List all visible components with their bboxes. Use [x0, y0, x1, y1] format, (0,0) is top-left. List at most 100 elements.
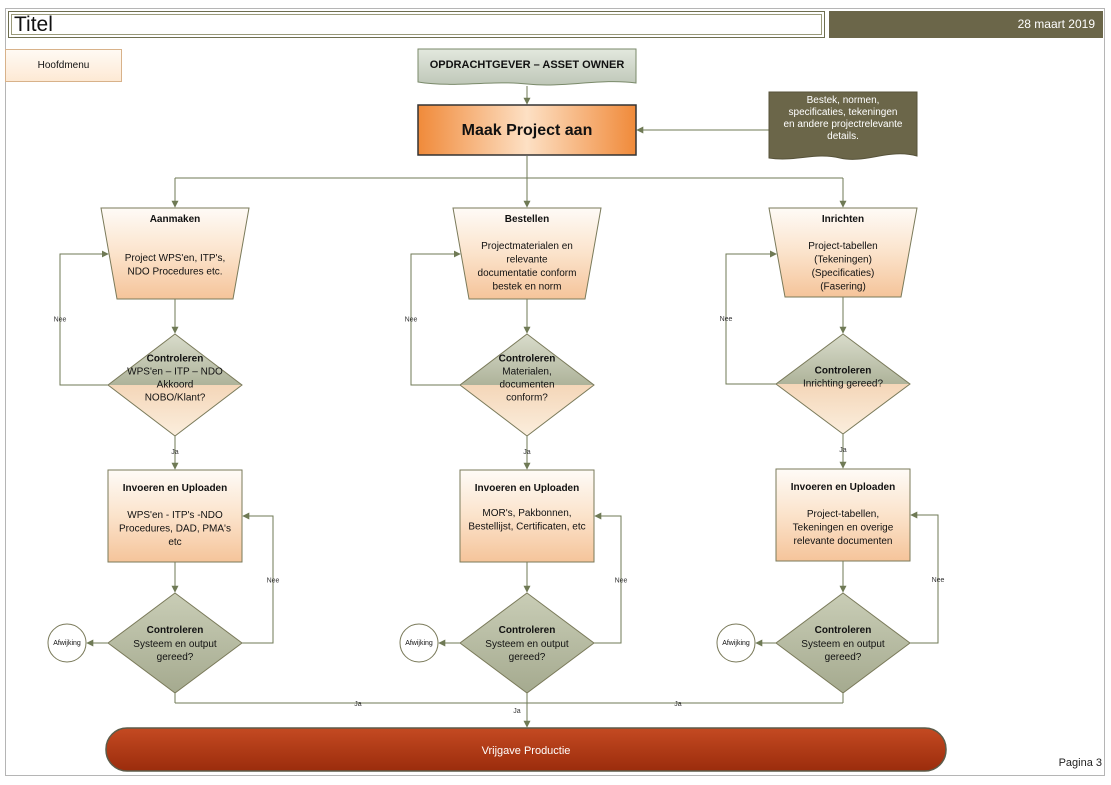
final-check-question-line: Systeem en output [133, 639, 217, 650]
phase-description-line: Project-tabellen [808, 241, 877, 252]
final-check-question-line: Systeem en output [485, 639, 569, 650]
connector-loop-no [59, 250, 109, 386]
phase-shape [768, 207, 918, 298]
deviation-label: Afwijking [722, 640, 750, 647]
label-yes: Ja [513, 708, 521, 715]
connector-loop-no-right [594, 512, 622, 644]
check-title: Controleren [815, 366, 872, 377]
check-diamond [459, 333, 595, 437]
deviation-label: Afwijking [405, 640, 433, 647]
final-check-title: Controleren [499, 625, 556, 636]
upload-description-line: Bestellijst, Certificaten, etc [468, 522, 585, 533]
page-title: Titel [8, 11, 825, 38]
phase-description-line: Projectmaterialen en [481, 241, 573, 252]
upload-box [107, 469, 243, 563]
project-documents-line: details. [827, 131, 859, 142]
phase-description-line: documentatie conform [478, 268, 577, 279]
phase-shape [100, 207, 250, 300]
owner-shape [417, 48, 637, 86]
create-project-box [417, 104, 637, 156]
project-documents-line: Bestek, normen, [807, 95, 880, 106]
check-question-line: Akkoord [157, 380, 194, 391]
final-check-question-line: gereed? [509, 652, 546, 663]
upload-title: Invoeren en Uploaden [123, 483, 227, 494]
check-question-line: NOBO/Klant? [145, 393, 206, 404]
label-no: Nee [615, 578, 628, 585]
label-yes: Ja [523, 449, 531, 456]
upload-box [775, 468, 911, 562]
phase-shape [452, 207, 602, 300]
project-documents-text: Bestek, normen,specificaties, tekeningen… [784, 95, 903, 142]
create-project-label: Maak Project aan [462, 122, 593, 139]
label-no: Nee [720, 316, 733, 323]
phase-description-line: (Specificaties) [812, 268, 875, 279]
final-check-question-line: gereed? [157, 652, 194, 663]
project-documents-shape [768, 91, 918, 160]
release-production-label: Vrijgave Productie [482, 745, 571, 757]
phase-description-line: (Fasering) [820, 282, 866, 293]
phase-description-line: Project WPS'en, ITP's, [125, 253, 226, 264]
final-check-diamond [107, 592, 243, 694]
check-question-line: conform? [506, 393, 548, 404]
connector-loop-no [725, 250, 777, 385]
label-no: Nee [932, 577, 945, 584]
deviation-circle [47, 623, 87, 663]
upload-box [459, 469, 595, 563]
connector-loop-no [410, 250, 461, 386]
page-date: 28 maart 2019 [829, 11, 1103, 38]
label-no: Nee [267, 578, 280, 585]
upload-description-line: Project-tabellen, [807, 509, 879, 520]
label-yes: Ja [839, 447, 847, 454]
upload-description-line: Procedures, DAD, PMA's [119, 524, 231, 535]
connector-loop-no-right [910, 511, 939, 644]
deviation-label: Afwijking [53, 640, 81, 647]
page-number: Pagina 3 [1058, 757, 1102, 769]
final-check-question-line: gereed? [825, 652, 862, 663]
upload-description-line: MOR's, Pakbonnen, [482, 508, 571, 519]
project-documents-line: specificaties, tekeningen [789, 107, 898, 118]
label-yes: Ja [674, 701, 682, 708]
label-yes: Ja [354, 701, 362, 708]
final-check-title: Controleren [147, 625, 204, 636]
phase-title: Bestellen [505, 214, 549, 225]
owner-label: OPDRACHTGEVER – ASSET OWNER [430, 59, 625, 71]
main-menu-button[interactable]: Hoofdmenu [5, 49, 122, 82]
upload-title: Invoeren en Uploaden [791, 482, 895, 493]
page-frame [5, 8, 1105, 776]
phase-description-line: relevante [506, 255, 548, 266]
final-check-title: Controleren [815, 625, 872, 636]
release-production-bar [105, 727, 947, 772]
phase-description-line: bestek en norm [493, 282, 562, 293]
final-check-diamond [775, 592, 911, 694]
upload-description-line: relevante documenten [794, 536, 893, 547]
phase-title: Aanmaken [150, 214, 201, 225]
deviation-circle [399, 623, 439, 663]
upload-description-line: WPS'en - ITP's -NDO [127, 510, 223, 521]
phase-description-line: NDO Procedures etc. [127, 267, 222, 278]
check-diamond [775, 333, 911, 435]
label-yes: Ja [171, 449, 179, 456]
upload-description-line: Tekeningen en overige [793, 523, 894, 534]
check-question-line: WPS'en – ITP – NDO [127, 367, 223, 378]
final-check-diamond [459, 592, 595, 694]
label-no: Nee [54, 317, 67, 324]
phase-title: Inrichten [822, 214, 864, 225]
check-question-line: documenten [499, 380, 554, 391]
check-question-line: Inrichting gereed? [803, 379, 883, 390]
upload-description-line: etc [168, 537, 181, 548]
upload-title: Invoeren en Uploaden [475, 483, 579, 494]
check-title: Controleren [499, 354, 556, 365]
label-no: Nee [405, 317, 418, 324]
connector-loop-no-right [242, 512, 274, 644]
check-diamond [107, 333, 243, 437]
deviation-circle [716, 623, 756, 663]
check-title: Controleren [147, 354, 204, 365]
check-question-line: Materialen, [502, 367, 551, 378]
project-documents-line: en andere projectrelevante [784, 119, 903, 130]
phase-description-line: (Tekeningen) [814, 255, 872, 266]
final-check-question-line: Systeem en output [801, 639, 885, 650]
